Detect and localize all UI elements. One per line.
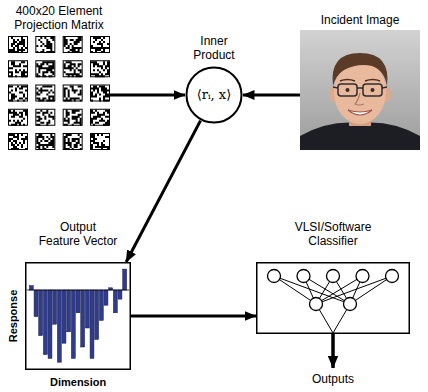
output-arrow-line: [331, 334, 335, 368]
axis-label: Response: [6, 290, 20, 343]
node-shape: [25, 262, 131, 370]
node-heading: VLSI/Software Classifier: [283, 220, 383, 248]
projection-tile: [36, 61, 55, 78]
projection-tile: [91, 61, 110, 78]
flow-arrow: [110, 94, 185, 97]
feature-bar: [123, 269, 127, 290]
feature-bar: [95, 290, 99, 339]
feature-vector-chart: Output Feature Vector: [25, 220, 131, 370]
axis-label: Dimension: [50, 375, 106, 389]
bar-chart: [25, 262, 131, 370]
flow-arrow: [243, 94, 300, 97]
projection-tile: [91, 134, 110, 151]
node-heading: Output Feature Vector: [38, 220, 118, 248]
feature-bar: [62, 290, 66, 343]
projection-tile: [63, 61, 82, 78]
node-shape: [300, 30, 420, 150]
projection-tile: [91, 109, 110, 126]
projection-tile: [36, 37, 55, 54]
node-heading: 400x20 Element Projection Matrix: [3, 4, 115, 32]
incident-image: Incident Image: [300, 13, 420, 150]
projection-matrix: 400x20 Element Projection Matrix: [8, 4, 110, 150]
feature-bar: [99, 290, 103, 320]
node-shape: ⟨rᵢ, x⟩: [185, 66, 243, 124]
feature-bar: [104, 290, 108, 305]
feature-bar: [53, 290, 57, 324]
projection-tile: [9, 85, 28, 102]
matrix-illustration: [8, 36, 110, 150]
projection-tile: [36, 109, 55, 126]
output-label: Outputs: [312, 372, 354, 386]
classifier-box: VLSI/Software Classifier: [256, 220, 410, 334]
flow-arrow: [131, 315, 256, 318]
feature-bar: [90, 290, 94, 358]
node-heading: Inner Product: [183, 34, 245, 62]
projection-tile: [9, 37, 28, 54]
projection-tile: [36, 85, 55, 102]
feature-bar: [34, 290, 38, 317]
projection-tile: [63, 85, 82, 102]
feature-bar: [76, 290, 80, 313]
feature-bar: [67, 290, 71, 332]
feature-bar: [81, 290, 85, 347]
node-shape: [256, 262, 410, 334]
projection-tile: [36, 134, 55, 151]
projection-tile: [91, 37, 110, 54]
projection-tile: [9, 134, 28, 151]
feature-bar: [85, 290, 89, 328]
feature-bar: [113, 290, 117, 313]
feature-bar: [39, 290, 43, 336]
feature-bar: [71, 290, 75, 358]
projection-tile: [63, 134, 82, 151]
feature-bar: [48, 290, 52, 358]
feature-bar: [118, 290, 122, 299]
face-photo: [300, 30, 420, 150]
projection-tile: [63, 37, 82, 54]
projection-tile: [9, 61, 28, 78]
node-shape: [8, 36, 110, 150]
projection-tile: [63, 109, 82, 126]
network-illustration: [256, 262, 410, 334]
inner-product-circle: Inner Product ⟨rᵢ, x⟩: [185, 34, 243, 124]
node-text: ⟨rᵢ, x⟩: [197, 87, 232, 103]
feature-bar: [29, 286, 33, 290]
projection-tile: [9, 109, 28, 126]
projection-tile: [91, 85, 110, 102]
flow-arrow: [126, 121, 200, 262]
node-heading: Incident Image: [300, 13, 420, 27]
feature-bar: [57, 290, 61, 362]
feature-bar: [43, 290, 47, 355]
